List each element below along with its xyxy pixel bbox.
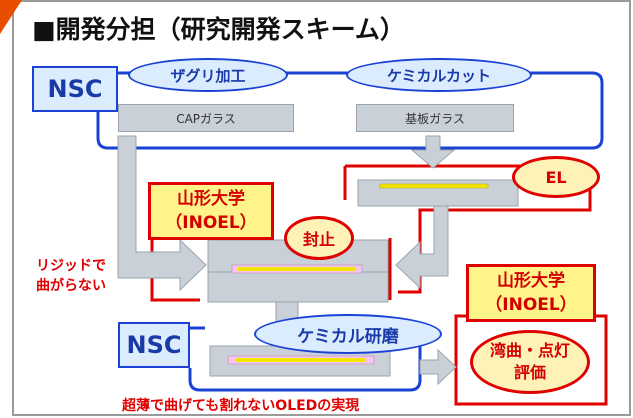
chemical-cut-oval: ケミカルカット <box>346 58 532 92</box>
yamagata-2-line2: （INOEL） <box>485 295 577 315</box>
polish-stack-layer <box>236 358 366 362</box>
arrow-substrate-down <box>410 135 456 169</box>
cap-glass-label: CAPガラス <box>118 104 294 132</box>
rigid-note-line2: 曲がらない <box>36 278 106 294</box>
nsc-top-loop <box>96 71 604 150</box>
corner-accent <box>0 0 22 34</box>
nsc-top-box: NSC <box>32 66 118 112</box>
arrow-cap-down <box>117 135 207 292</box>
substrate-glass-label: 基板ガラス <box>356 104 514 132</box>
arrow-el-down <box>395 203 449 290</box>
yamagata-box-2: 山形大学 （INOEL） <box>466 264 596 322</box>
arrow-to-eval <box>419 348 457 386</box>
rigid-note-line1: リジッドで <box>36 258 106 274</box>
seal-stack-layer <box>238 267 356 271</box>
chemical-polish-oval: ケミカル研磨 <box>254 314 442 354</box>
seal-oval: 封止 <box>284 216 354 260</box>
nsc-bottom-box: NSC <box>118 322 190 368</box>
evaluation-line2: 評価 <box>513 363 546 382</box>
el-stack-layer <box>379 183 489 189</box>
footer-caption: 超薄で曲げても割れないOLEDの実現 <box>122 398 360 414</box>
nsc-bottom-loop <box>188 326 422 392</box>
evaluation-oval: 湾曲・点灯 評価 <box>470 330 590 394</box>
zaguri-oval: ザグリ加工 <box>128 58 288 92</box>
rigid-note: リジッドで 曲がらない <box>36 256 106 296</box>
yamagata-1-line2: （INOEL） <box>165 213 257 233</box>
yamagata-1-line1: 山形大学 <box>177 189 245 209</box>
yamagata-box-1: 山形大学 （INOEL） <box>148 182 274 240</box>
seal-stack-bottom <box>207 271 389 303</box>
evaluation-line1: 湾曲・点灯 <box>489 341 570 360</box>
yamagata-2-line1: 山形大学 <box>497 271 565 291</box>
el-oval: EL <box>512 156 600 198</box>
page-title: ■開発分担（研究開発スキーム） <box>32 15 405 44</box>
